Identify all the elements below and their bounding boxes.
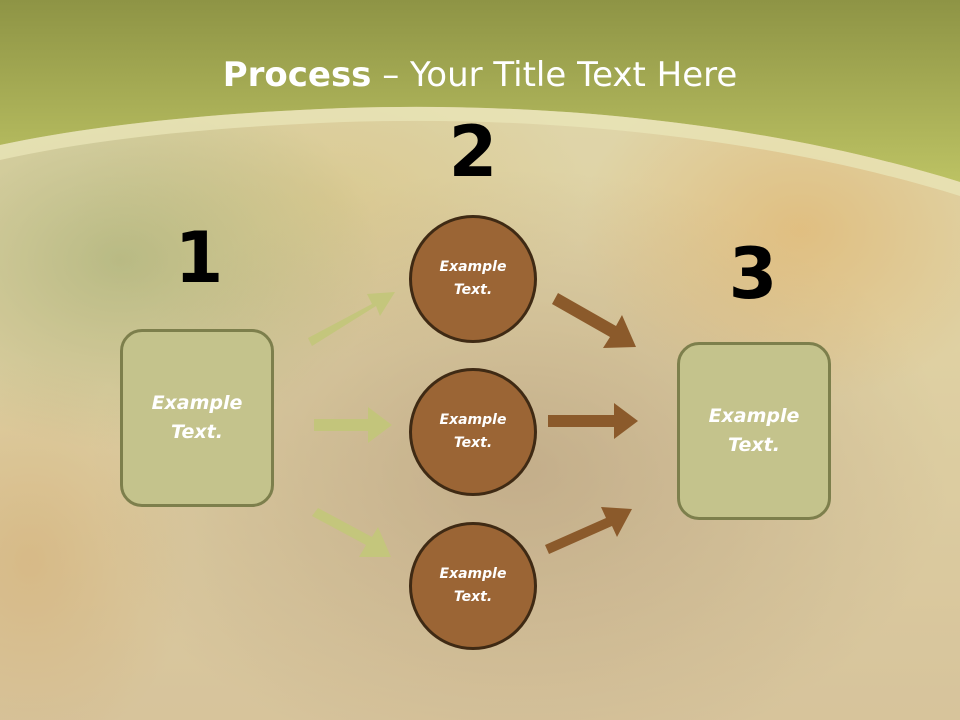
step-1-text: Example Text. [151, 392, 243, 443]
title-rest: – Your Title Text Here [371, 55, 738, 95]
circle-middle-text: Example Text. [439, 412, 507, 451]
slide-title: Process – Your Title Text Here [0, 54, 960, 96]
step-number-1: 1 [174, 217, 224, 299]
green-arrow-up [308, 292, 395, 346]
step-2-circle-top: Example Text. [409, 215, 537, 343]
circle-bottom-text: Example Text. [439, 566, 507, 605]
step-3-text: Example Text. [708, 405, 800, 456]
title-bold: Process [222, 55, 372, 95]
step-number-3: 3 [728, 233, 778, 315]
brown-arrow-down [552, 293, 636, 348]
green-arrow-down [312, 508, 391, 557]
circle-top-text: Example Text. [439, 259, 507, 298]
green-arrow-right [314, 407, 392, 443]
step-number-2: 2 [448, 111, 498, 193]
step-2-circle-middle: Example Text. [409, 368, 537, 496]
step-1-box: Example Text. [120, 329, 274, 507]
step-3-box: Example Text. [677, 342, 831, 520]
brown-arrow-right [548, 403, 638, 439]
step-2-circle-bottom: Example Text. [409, 522, 537, 650]
brown-arrow-up [545, 507, 632, 554]
